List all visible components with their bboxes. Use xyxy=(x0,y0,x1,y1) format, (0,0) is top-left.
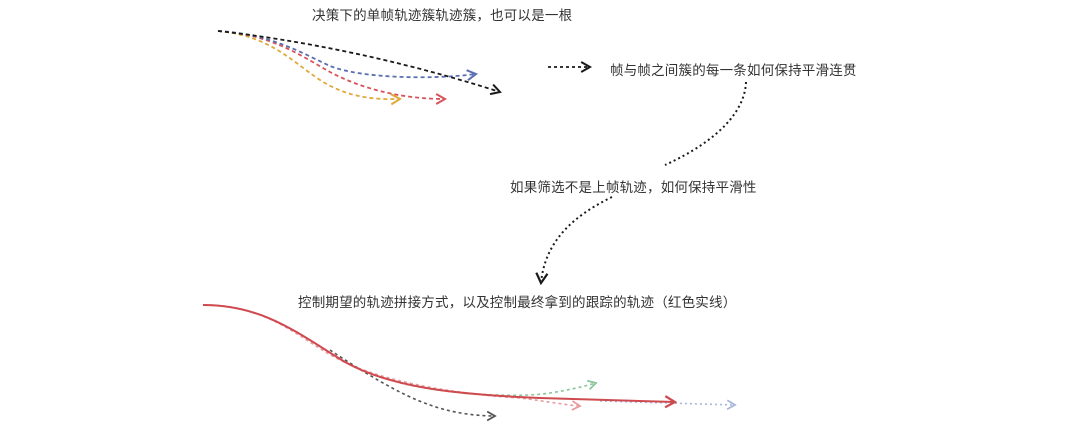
curve-arrow-to-filter-question xyxy=(664,81,747,166)
curve-arrow-to-control-question xyxy=(535,196,613,286)
top-trajectory-cluster xyxy=(217,30,502,106)
label-filter-smoothness: 如果筛选不是上帧轨迹，如何保持平滑性 xyxy=(510,180,757,196)
label-control-stitching: 控制期望的轨迹拼接方式，以及控制最终拿到的跟踪的轨迹（红色实线） xyxy=(298,295,737,311)
red-dashed-trajectory xyxy=(217,30,448,105)
red-solid-tracked-trajectory xyxy=(202,304,678,409)
black-dashed-trajectory xyxy=(217,30,502,96)
light-red-dashed-trajectory xyxy=(204,304,582,411)
bottom-trajectory-cluster xyxy=(202,304,737,422)
label-frame-to-frame-smoothness: 帧与帧之间簇的每一条如何保持平滑连贯 xyxy=(610,63,857,79)
label-single-frame-cluster: 决策下的单帧轨迹簇轨迹簇，也可以是一根 xyxy=(312,8,573,24)
blue-dashed-trajectory xyxy=(217,30,479,81)
yellow-dashed-trajectory xyxy=(217,30,403,106)
green-dashed-trajectory xyxy=(399,379,598,397)
